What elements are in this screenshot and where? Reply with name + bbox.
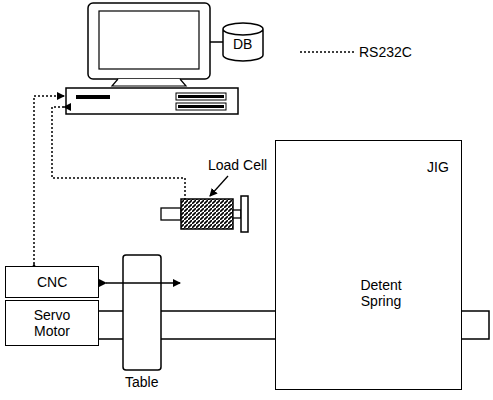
box-label: Servo Motor <box>26 307 78 339</box>
motion-arrow <box>106 282 180 283</box>
part-label: Detent Spring <box>350 277 412 309</box>
box-heading: JIG <box>427 159 449 175</box>
table-node: Table <box>112 255 172 395</box>
pc-unit <box>66 88 238 114</box>
rs232c-wire <box>34 96 185 264</box>
load-cell <box>161 196 248 232</box>
part-label: Table <box>125 374 158 390</box>
legend-text: RS232C <box>359 44 412 60</box>
db-label: DB <box>233 36 252 52</box>
database: DB <box>222 22 264 62</box>
leader-line <box>210 176 228 196</box>
part-label: Load Cell <box>208 157 267 173</box>
servo-motor-box: Servo Motor <box>5 300 99 346</box>
legend-line <box>300 51 354 53</box>
db-link <box>210 41 224 43</box>
box-label: CNC <box>37 274 67 290</box>
jig-box: JIG Detent Spring <box>275 140 462 390</box>
monitor <box>88 3 210 86</box>
cnc-box: CNC <box>5 266 99 298</box>
table-slide <box>123 255 161 370</box>
